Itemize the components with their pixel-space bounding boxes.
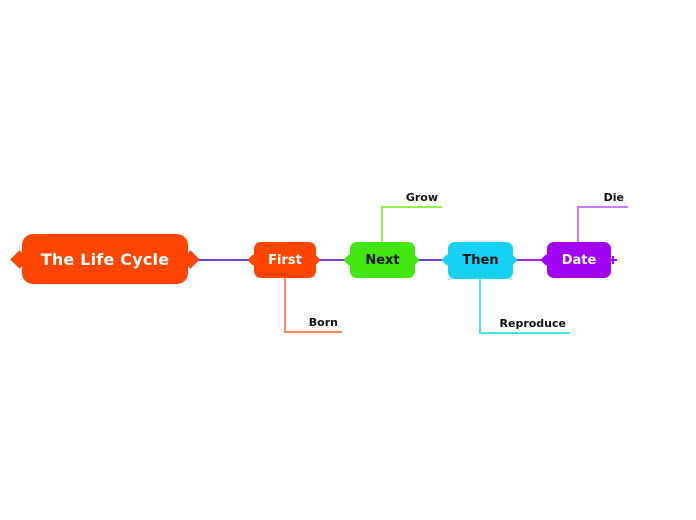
node-date-label: Date — [561, 252, 597, 268]
connector-then-date — [513, 259, 547, 261]
node-first[interactable]: First — [254, 242, 316, 278]
node-next[interactable]: Next — [350, 242, 415, 278]
branch-line-reproduce-vertical — [479, 279, 481, 333]
branch-line-die-vertical — [577, 207, 579, 242]
node-date[interactable]: Date — [547, 242, 611, 278]
branch-label-die[interactable]: Die — [603, 191, 624, 204]
connector-next-then — [415, 259, 448, 261]
root-node-the-life-cycle[interactable]: The Life Cycle — [22, 234, 188, 284]
branch-line-die-horizontal — [577, 206, 628, 208]
branch-label-reproduce[interactable]: Reproduce — [499, 317, 566, 330]
root-node-label: The Life Cycle — [40, 249, 170, 269]
branch-line-born-horizontal — [284, 331, 342, 333]
node-first-label: First — [268, 252, 302, 268]
connector-root-first — [192, 259, 254, 261]
branch-line-born-vertical — [284, 278, 286, 332]
branch-label-grow[interactable]: Grow — [405, 191, 438, 204]
branch-label-born[interactable]: Born — [308, 316, 338, 329]
node-then[interactable]: Then — [448, 242, 513, 279]
node-then-label: Then — [462, 253, 499, 268]
branch-line-grow-horizontal — [381, 206, 442, 208]
connector-first-next — [316, 259, 350, 261]
branch-line-reproduce-horizontal — [479, 332, 570, 334]
expand-plus-icon[interactable] — [612, 256, 614, 264]
node-next-label: Next — [365, 252, 400, 268]
branch-line-grow-vertical — [381, 207, 383, 242]
